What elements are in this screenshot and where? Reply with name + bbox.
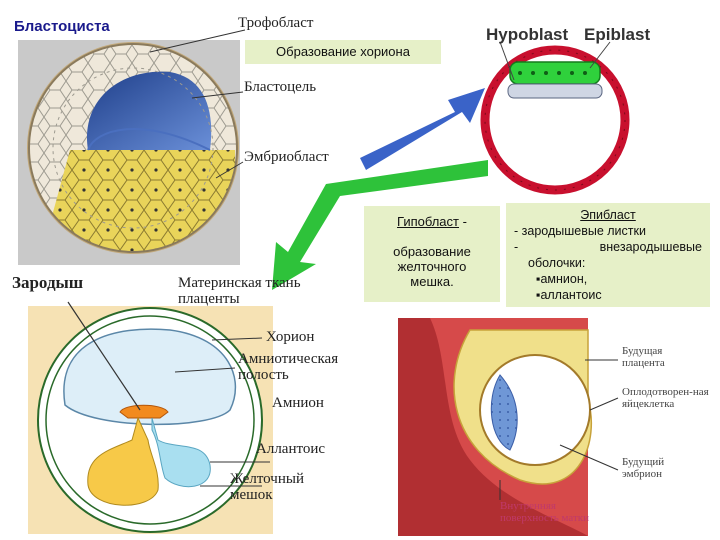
hypoblast-line2: желточного <box>397 258 467 274</box>
epiblast-item-amnion: ▪амнион, <box>536 272 588 286</box>
epiblast-box: Эпибласт - зародышевые листки - внезарод… <box>506 203 710 307</box>
hypoblast-title: Гипобласт <box>397 214 459 229</box>
allantois-label: Аллантоис <box>256 441 326 457</box>
amniotic-cavity-label: Амниотическая полость <box>238 351 339 383</box>
embryo-illustration <box>28 301 273 534</box>
blue-arrow <box>360 88 485 170</box>
bilaminar-disc-illustration <box>480 41 630 195</box>
hypoblast-box: Гипобласт - образование желточного мешка… <box>364 206 500 302</box>
epiblast-line1: - зародышевые листки <box>514 224 646 238</box>
green-arrow <box>272 160 488 290</box>
trophoblast-label: Трофобласт <box>238 15 314 31</box>
epiblast-line2: внезародышевые <box>599 240 702 254</box>
fertilized-egg-label: Оплодотворен-ная яйцеклетка <box>622 386 709 411</box>
placenta-tissue-label: Материнская ткань плаценты <box>178 275 301 307</box>
blastocyst-illustration <box>18 29 246 265</box>
blastocoel-label: Бластоцель <box>244 79 317 95</box>
epiblast-line2-dash: - <box>514 240 519 254</box>
implantation-illustration <box>398 318 619 536</box>
chorion-label: Хорион <box>266 329 315 345</box>
embryo-header: Зародыш <box>12 273 84 292</box>
blastocyst-header: Бластоциста <box>14 18 110 35</box>
hypoblast-label: Hypoblast <box>486 25 569 44</box>
epiblast-label: Epiblast <box>584 25 651 44</box>
future-embryo-label: Будущий эмбрион <box>622 456 665 481</box>
epiblast-item-allantois: ▪аллантоис <box>536 288 602 302</box>
chorion-box: Образование хориона <box>245 40 441 64</box>
epiblast-line3: оболочки: <box>528 256 586 270</box>
embryoblast-label: Эмбриобласт <box>244 149 329 165</box>
hypoblast-line3: мешка. <box>410 273 454 289</box>
yolk-sac-label: Желточный мешок <box>230 471 304 503</box>
hypoblast-dash: - <box>462 214 467 229</box>
amnion-label: Амнион <box>272 395 324 411</box>
inner-uterus-label: Внутренняя поверхность матки <box>500 500 590 525</box>
hypoblast-line1: образование <box>393 243 471 259</box>
epiblast-title: Эпибласт <box>580 208 636 222</box>
future-placenta-label: Будущая плацента <box>622 345 665 370</box>
